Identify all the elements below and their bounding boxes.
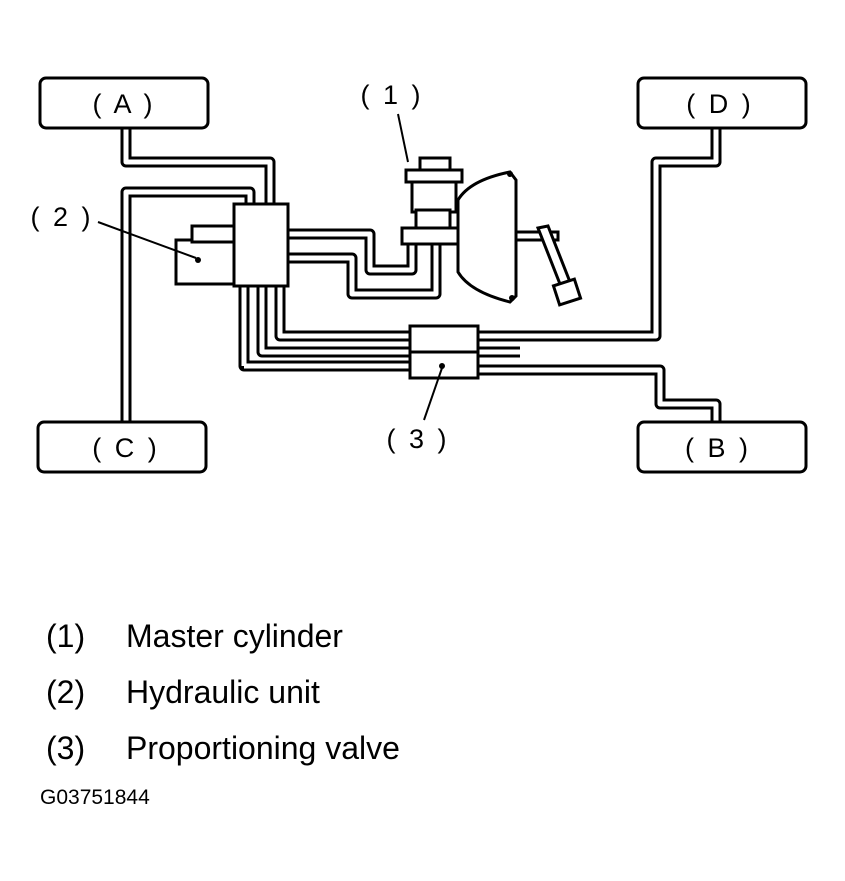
master-cylinder (400, 156, 464, 246)
legend-number: (3) (46, 729, 86, 766)
wheel-b: ( B ) (636, 420, 808, 474)
legend-label: Hydraulic unit (126, 673, 320, 710)
legend-label: Proportioning valve (126, 729, 400, 766)
legend-item-2: (2) Hydraulic unit (46, 664, 746, 720)
legend-item-1: (1) Master cylinder (46, 608, 746, 664)
wheel-d: ( D ) (636, 76, 808, 130)
wheel-a: ( A ) (38, 76, 210, 130)
brake-pedal (514, 224, 583, 307)
svg-text:( C ): ( C ) (92, 433, 159, 463)
proportioning-valve (408, 324, 480, 380)
wheel-c: ( C ) (36, 420, 208, 474)
legend-number: (2) (46, 673, 86, 710)
leader-2 (97, 221, 197, 259)
brake-booster (456, 170, 518, 304)
legend-number: (1) (46, 617, 86, 654)
hydraulic-unit (174, 202, 290, 288)
svg-text:( B ): ( B ) (685, 433, 751, 463)
brake-lines (120, 128, 722, 422)
leader-3 (423, 367, 443, 421)
svg-text:( D ): ( D ) (686, 89, 753, 119)
figure-id: G03751844 (40, 786, 150, 809)
callout-3: ( 3 ) (386, 424, 449, 454)
legend: (1) Master cylinder (2) Hydraulic unit (… (46, 608, 746, 776)
legend-item-3: (3) Proportioning valve (46, 720, 746, 776)
svg-text:( A ): ( A ) (92, 89, 155, 119)
legend-label: Master cylinder (126, 617, 343, 654)
brake-system-diagram: ( A ) ( D ) ( C ) ( B ) (30, 76, 808, 474)
leader-1 (397, 113, 409, 163)
callout-1: ( 1 ) (360, 80, 423, 110)
callout-2: ( 2 ) (30, 202, 93, 232)
